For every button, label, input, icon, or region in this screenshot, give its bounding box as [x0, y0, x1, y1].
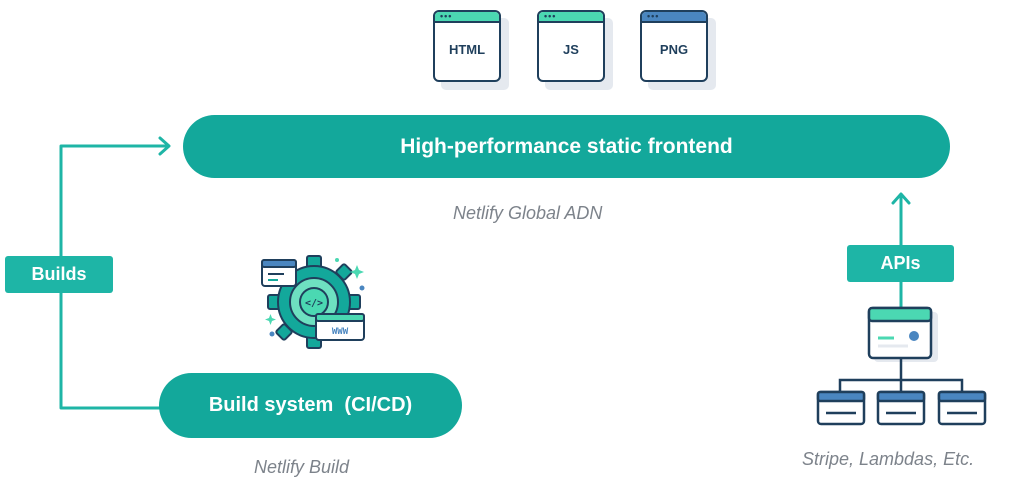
build-system-label: Build system (CI/CD) — [208, 394, 413, 416]
services-caption: Stripe, Lambdas, Etc. — [802, 449, 975, 469]
js-file-label: JS — [563, 42, 579, 57]
apis-arrowhead — [891, 192, 911, 205]
build-system-pill: Build system (CI/CD) — [159, 373, 462, 438]
code-glyph: </> — [305, 298, 323, 309]
window-dots-icon: ••• — [544, 11, 557, 21]
builds-tag-label: Builds — [31, 264, 87, 284]
html-file-icon: ••• HTML — [433, 10, 509, 90]
apis-tag-label: APIs — [880, 253, 921, 273]
frontend-caption: Netlify Global ADN — [453, 203, 603, 223]
services-server-icon — [816, 306, 987, 426]
apis-tag: APIs — [847, 245, 954, 282]
js-file-icon: ••• JS — [537, 10, 613, 90]
html-file-label: HTML — [448, 42, 486, 57]
png-file-label: PNG — [659, 42, 689, 57]
window-dots-icon: ••• — [440, 11, 453, 21]
frontend-label: High-performance static frontend — [400, 134, 733, 158]
png-file-icon: ••• PNG — [640, 10, 716, 90]
www-label: WWW — [332, 327, 349, 337]
builds-tag: Builds — [5, 256, 113, 293]
builds-arrowhead — [158, 136, 171, 156]
build-gear-icon: </> WWW — [261, 255, 365, 349]
window-dots-icon: ••• — [647, 11, 660, 21]
build-system-caption: Netlify Build — [254, 457, 350, 477]
frontend-pill: High-performance static frontend — [183, 115, 950, 178]
